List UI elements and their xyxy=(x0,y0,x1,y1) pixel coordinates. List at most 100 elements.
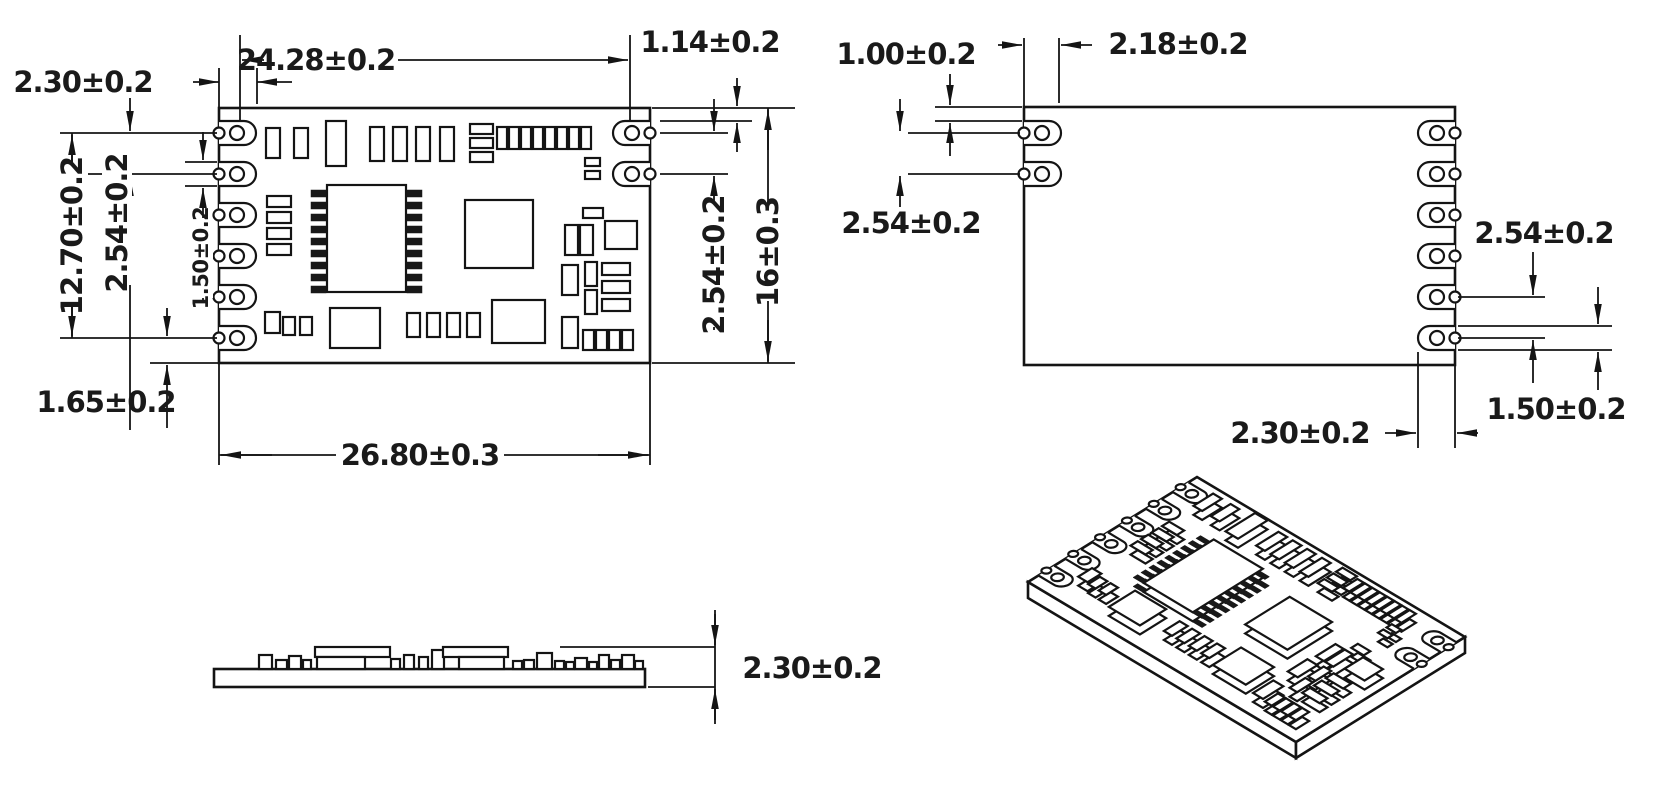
component xyxy=(292,126,310,160)
component xyxy=(1351,644,1370,655)
component xyxy=(1350,583,1371,596)
ic-pin xyxy=(1240,581,1254,589)
side-component xyxy=(522,658,536,671)
main-ic xyxy=(325,183,408,294)
pcb-components xyxy=(263,119,639,352)
dim-pad-span: 24.28±0.2 xyxy=(237,43,395,77)
side-component xyxy=(402,653,416,671)
side-component xyxy=(511,659,524,671)
edge-notch xyxy=(643,167,657,181)
component xyxy=(1164,621,1188,636)
component xyxy=(1336,568,1357,581)
pad-hole xyxy=(1049,572,1067,583)
pad-hole xyxy=(1428,247,1446,265)
component xyxy=(281,315,297,337)
component xyxy=(265,194,293,209)
ic-pin xyxy=(1232,586,1246,594)
main-ic xyxy=(1144,539,1263,612)
component xyxy=(1343,579,1364,592)
component xyxy=(1327,573,1348,586)
side-component xyxy=(441,645,510,659)
side-component xyxy=(389,657,402,671)
ic-pin xyxy=(310,225,327,234)
component xyxy=(495,125,509,151)
component xyxy=(581,206,605,220)
component xyxy=(600,297,632,313)
component xyxy=(1201,643,1225,658)
component xyxy=(563,223,580,257)
ic-pin xyxy=(1201,605,1215,613)
ic-pin xyxy=(406,189,423,198)
ic-pin xyxy=(1188,540,1202,548)
dimension-lines xyxy=(560,610,719,724)
component xyxy=(1325,650,1353,667)
edge-notch xyxy=(1448,167,1462,181)
component xyxy=(1345,657,1383,680)
component xyxy=(1193,494,1221,511)
ic-pin xyxy=(1193,619,1207,627)
component xyxy=(263,310,282,335)
component xyxy=(1373,597,1394,610)
side-view: 2.30±0.2 xyxy=(212,610,883,724)
component xyxy=(1380,601,1401,614)
component xyxy=(600,279,632,295)
component xyxy=(1273,698,1293,710)
component xyxy=(445,311,462,339)
side-component xyxy=(573,656,589,671)
edge-notch xyxy=(1442,643,1456,652)
component xyxy=(490,298,547,345)
pad-hole xyxy=(228,165,246,183)
ic-pin xyxy=(310,237,327,246)
ic-pin xyxy=(1164,555,1178,563)
component xyxy=(1099,583,1118,595)
side-component xyxy=(315,655,367,671)
component xyxy=(620,328,635,352)
component xyxy=(1300,558,1331,577)
side-component xyxy=(430,648,446,671)
dim-pitch-right: 2.54±0.2 xyxy=(1474,216,1613,250)
pad-hole xyxy=(1428,635,1446,646)
component-tops xyxy=(1067,490,1448,721)
component xyxy=(463,198,535,270)
component xyxy=(567,125,581,151)
side-components xyxy=(257,645,645,671)
dim-board-width: 16±0.3 xyxy=(751,197,785,307)
dim-edge-to-pad: 2.30±0.2 xyxy=(13,65,152,99)
pad-hole xyxy=(1102,538,1120,549)
component xyxy=(265,226,293,241)
component xyxy=(1265,693,1285,705)
component xyxy=(1253,680,1283,699)
edge-notch xyxy=(1448,249,1462,263)
component xyxy=(465,311,482,339)
ic-pin xyxy=(1180,545,1194,553)
component xyxy=(1211,504,1239,521)
ic-pin xyxy=(1216,596,1230,604)
castellated-pads xyxy=(212,119,657,352)
dim-board-length: 26.80±0.3 xyxy=(341,438,499,472)
extension-lines xyxy=(60,35,795,465)
component xyxy=(578,223,595,257)
bottom-view: 1.00±0.2 2.18±0.2 2.54±0.2 2.54±0.2 1.50… xyxy=(836,27,1626,450)
component xyxy=(600,261,632,277)
edge-notch xyxy=(1415,660,1429,669)
ic-pin xyxy=(310,201,327,210)
pad-hole xyxy=(1428,165,1446,183)
pad-hole xyxy=(1428,329,1446,347)
pad-hole xyxy=(1075,555,1093,566)
pad-hole xyxy=(228,247,246,265)
component xyxy=(1226,513,1268,539)
component xyxy=(468,122,495,136)
edge-notch xyxy=(1120,516,1134,525)
component xyxy=(1152,528,1174,541)
component xyxy=(1388,606,1409,619)
component xyxy=(1316,644,1344,661)
dim-pad-width: 1.50±0.2 xyxy=(189,207,213,310)
pcb-outline-bottom-view xyxy=(1022,105,1457,367)
pcb-side-profile xyxy=(212,667,647,689)
side-component xyxy=(564,660,576,671)
ic-pin xyxy=(310,261,327,270)
ic-pin xyxy=(1196,536,1210,544)
pad-hole xyxy=(1033,124,1051,142)
component xyxy=(368,125,386,163)
